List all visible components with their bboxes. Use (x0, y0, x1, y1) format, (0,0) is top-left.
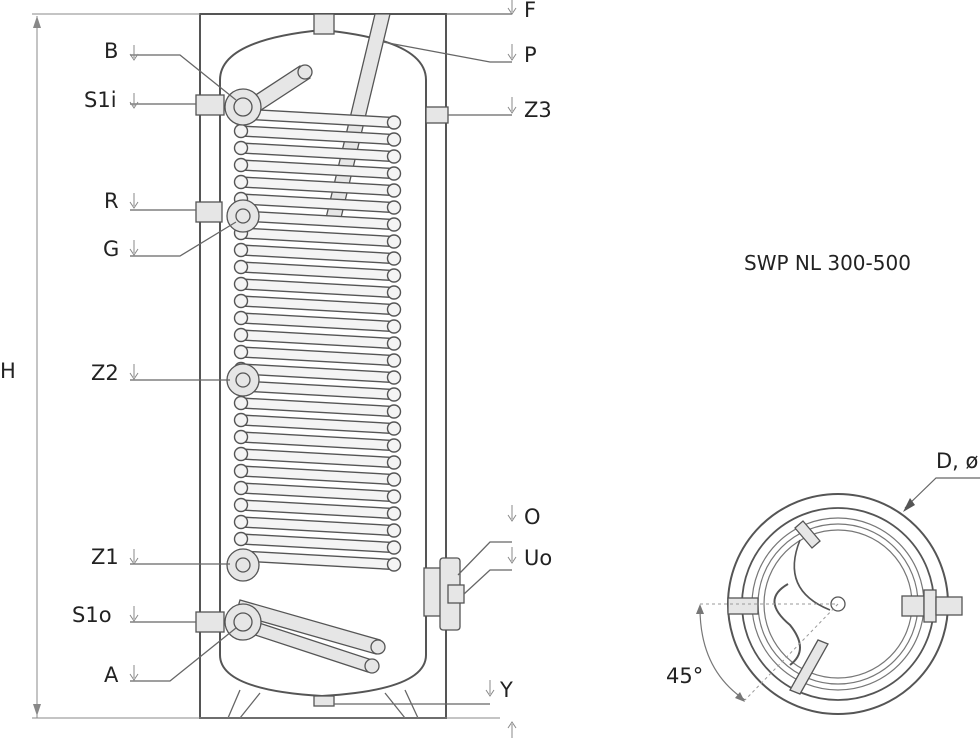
coil-left-end (233, 327, 249, 343)
coil-right-end (386, 268, 402, 283)
coil-left-end (233, 140, 249, 156)
coil-right-end (386, 472, 402, 487)
coil-lower-end-1 (370, 639, 386, 655)
coil-right-end (386, 302, 402, 317)
dim-h-arrow-bottom (33, 704, 41, 716)
label-p: P (524, 43, 537, 67)
port-z3 (425, 106, 449, 124)
label-y: Y (499, 678, 513, 702)
coil-upper-end (297, 64, 313, 80)
top-connection (313, 13, 335, 35)
coil-left-end (233, 395, 249, 411)
label-r: R (104, 189, 119, 213)
coil-right-end (386, 149, 402, 164)
right-arrows (485, 0, 517, 738)
coil-right-end (386, 438, 402, 453)
coil-right-end (386, 370, 402, 385)
coil-right-end (386, 132, 402, 147)
label-h: H (0, 359, 16, 383)
coil-left-end (233, 276, 249, 292)
coil-right-end (386, 251, 402, 266)
port-s1i-inner (233, 97, 253, 117)
coil-lower-end-2 (364, 658, 380, 674)
coil-right-end (386, 166, 402, 181)
coil-right-end (386, 234, 402, 249)
coil-right-end (386, 285, 402, 300)
coil-left-end (233, 480, 249, 496)
coil-left-end (233, 412, 249, 428)
coil-left-end (233, 531, 249, 547)
port-s1o (195, 611, 225, 633)
label-o: O (524, 505, 541, 529)
coil-right-end (386, 319, 402, 334)
coil-right-end (386, 336, 402, 351)
top-view (696, 477, 980, 715)
coil-left-end (233, 293, 249, 309)
port-s1i (195, 94, 225, 116)
coil-right-end (386, 353, 402, 368)
coil-left-end (233, 310, 249, 326)
label-z3: Z3 (524, 98, 552, 122)
coil-right-end (386, 183, 402, 198)
label-s1o: S1o (72, 603, 112, 627)
coil-left-end (233, 174, 249, 190)
coil-left-end (233, 446, 249, 462)
coil-right-end (386, 421, 402, 436)
flange-nut (447, 584, 465, 604)
label-f: F (524, 0, 536, 22)
label-b: B (104, 39, 118, 63)
coil-right-end (386, 557, 402, 572)
label-z2: Z2 (91, 361, 119, 385)
flange-outer (423, 567, 443, 617)
coil-right-end (386, 404, 402, 419)
coil-right-end (386, 489, 402, 504)
coil-right-end (386, 217, 402, 232)
port-g-inner (235, 208, 251, 224)
bottom-drain (313, 695, 335, 707)
port-z1-inner (235, 557, 251, 573)
right-leaders (334, 13, 512, 705)
port-z2-inner (235, 372, 251, 388)
port-r (195, 201, 223, 223)
coil-right-end (386, 540, 402, 555)
coil-right-end (386, 506, 402, 521)
dim-h-arrow-top (33, 16, 41, 28)
label-uo: Uo (524, 546, 552, 570)
label-z1: Z1 (91, 545, 119, 569)
tank-legs (227, 689, 419, 719)
coil-right-end (386, 200, 402, 215)
label-arrows (129, 45, 139, 681)
coil-left-end (233, 463, 249, 479)
coil-left-end (233, 344, 249, 360)
left-leaders (130, 54, 237, 682)
coil-left-end (233, 514, 249, 530)
label-d: D, ø (936, 449, 979, 473)
label-a: A (104, 663, 119, 687)
coil-left-end (233, 497, 249, 513)
port-s1o-inner (233, 612, 253, 632)
coil-left-end (233, 242, 249, 258)
label-g: G (103, 237, 119, 261)
coil-right-end (386, 523, 402, 538)
coil-right-end (386, 455, 402, 470)
model-title: SWP NL 300-500 (744, 251, 911, 275)
coil-left-end (233, 429, 249, 445)
coil-left-end (233, 123, 249, 139)
coil-left-end (233, 259, 249, 275)
label-s1i: S1i (84, 88, 117, 112)
coil-right-end (386, 115, 402, 130)
coil-left-end (233, 157, 249, 173)
label-angle: 45° (666, 664, 703, 688)
coil-right-end (386, 387, 402, 402)
